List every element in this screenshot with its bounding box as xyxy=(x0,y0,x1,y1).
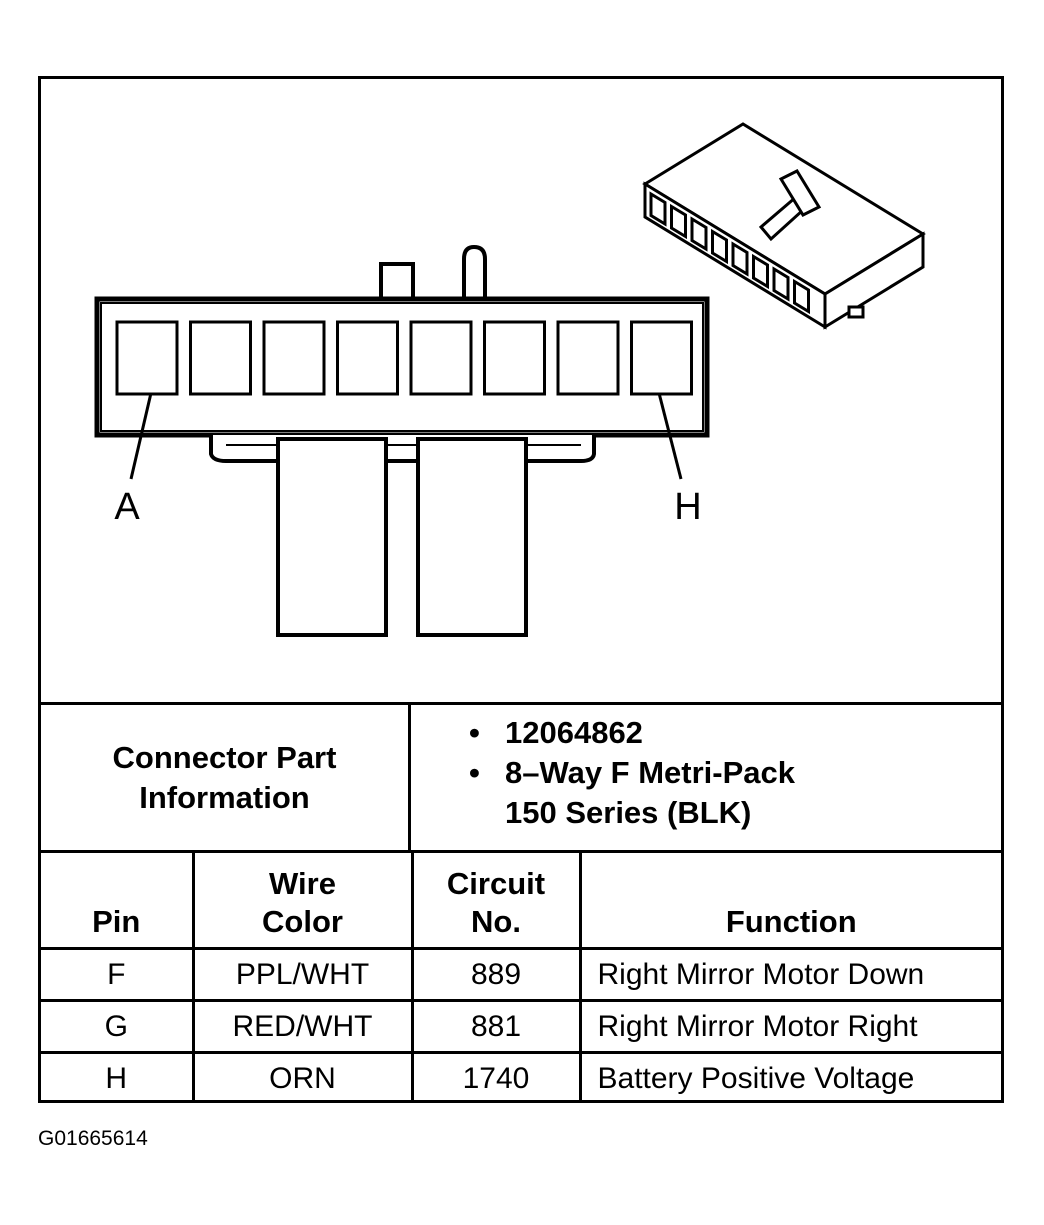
isometric-cavity xyxy=(731,241,749,277)
function-cell: Right Mirror Motor Down xyxy=(578,947,1001,1002)
connector-part-info: Connector Part Information • 12064862 • … xyxy=(41,702,1001,850)
connector-part-info-values: • 12064862 • 8–Way F Metri-Pack 150 Seri… xyxy=(411,705,1001,850)
header-circuit-no: Circuit No. xyxy=(410,850,582,950)
header-function: Function xyxy=(578,850,1001,950)
pin-table: Pin Wire Color Circuit No. Function F PP… xyxy=(41,850,1001,1103)
pin-cell: F xyxy=(41,947,195,1002)
cavity-group xyxy=(115,320,693,396)
cavity xyxy=(556,320,620,396)
cavity xyxy=(262,320,326,396)
pin-cell: H xyxy=(41,1051,195,1103)
isometric-cavity xyxy=(690,216,708,252)
figure-id: G01665614 xyxy=(38,1127,148,1150)
circuit-cell: 881 xyxy=(410,999,582,1054)
pin-h-label: H xyxy=(674,486,701,528)
connector-description-line1: 8–Way F Metri-Pack xyxy=(505,755,796,790)
wire-color-cell: PPL/WHT xyxy=(191,947,414,1002)
diagram-frame: A H Connector Part Information xyxy=(38,76,1004,1103)
wire-color-cell: ORN xyxy=(191,1051,414,1103)
isometric-cavity xyxy=(711,228,728,265)
cavity xyxy=(336,320,399,396)
pin-h-leader xyxy=(657,392,683,480)
circuit-cell: 1740 xyxy=(410,1051,582,1103)
function-cell: Battery Positive Voltage xyxy=(578,1051,1001,1103)
part-number: 12064862 xyxy=(505,715,643,750)
isometric-cavity xyxy=(793,278,810,315)
isometric-cavity xyxy=(649,191,667,227)
isometric-cavity xyxy=(772,266,790,302)
part-number-item: • 12064862 xyxy=(469,713,1001,753)
header-pin: Pin xyxy=(41,850,195,950)
function-cell: Right Mirror Motor Right xyxy=(578,999,1001,1054)
wire-color-cell: RED/WHT xyxy=(191,999,414,1054)
pin-cell: G xyxy=(41,999,195,1054)
table-row: G RED/WHT 881 Right Mirror Motor Right xyxy=(41,999,1001,1054)
isometric-cavity xyxy=(670,203,687,240)
table-row: H ORN 1740 Battery Positive Voltage xyxy=(41,1051,1001,1103)
connector-front-view xyxy=(94,244,710,637)
connector-diagram: A H xyxy=(41,79,1001,705)
isometric-cavity xyxy=(752,253,769,290)
cavity xyxy=(630,320,693,396)
isometric-cavity-group xyxy=(649,191,810,315)
cavity xyxy=(409,320,473,396)
circuit-cell: 889 xyxy=(410,947,582,1002)
cavity xyxy=(115,320,179,396)
table-row: F PPL/WHT 889 Right Mirror Motor Down xyxy=(41,947,1001,1002)
pin-a-leader xyxy=(129,392,153,480)
cavity xyxy=(483,320,546,396)
cavity xyxy=(189,320,252,396)
connector-description-item: • 8–Way F Metri-Pack 150 Series (BLK) xyxy=(469,753,1001,833)
connector-part-info-label: Connector Part Information xyxy=(41,705,411,850)
pin-a-label: A xyxy=(114,486,140,528)
header-wire-color: Wire Color xyxy=(191,850,414,950)
pin-table-header: Pin Wire Color Circuit No. Function xyxy=(41,850,1001,950)
connector-description-line2: 150 Series (BLK) xyxy=(505,795,752,830)
